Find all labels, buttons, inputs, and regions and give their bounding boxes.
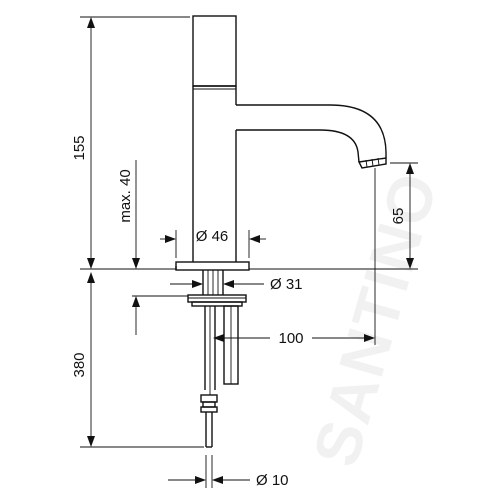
dimension-label-100: 100 — [278, 330, 303, 347]
dimension-label-diameter-46: Ø 46 — [196, 228, 229, 245]
mounting-assembly — [187, 270, 247, 448]
dimension-diameter-10: Ø 10 — [168, 455, 289, 489]
dimension-label-diameter-31: Ø 31 — [270, 276, 303, 293]
dimension-label-diameter-10: Ø 10 — [256, 472, 289, 489]
dimension-spout-65: 65 — [249, 162, 418, 270]
dimension-label-65: 65 — [390, 208, 407, 225]
dimension-diameter-46: Ø 46 — [160, 228, 266, 258]
dimension-label-380: 380 — [71, 352, 88, 377]
dimension-diameter-31: Ø 31 — [170, 276, 303, 293]
dimension-hose-380: 380 — [71, 272, 204, 448]
dimension-reach-100: 100 — [213, 168, 376, 347]
dimension-label-155: 155 — [71, 135, 88, 160]
watermark-text: SANTINO — [299, 164, 451, 474]
faucet-body — [175, 15, 387, 271]
dimension-height-155: 155 — [71, 16, 190, 270]
dimension-label-max-40: max. 40 — [117, 169, 134, 222]
dimension-max-40: max. 40 — [117, 160, 188, 335]
